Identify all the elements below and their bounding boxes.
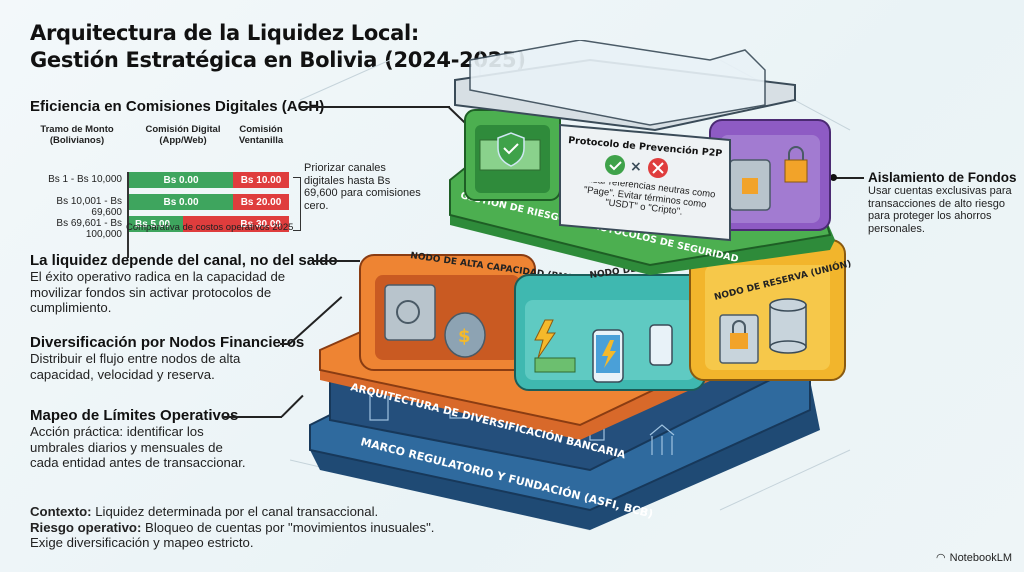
database-icon (769, 298, 807, 354)
phone-icon-2 (649, 324, 673, 366)
section-liquidez: La liquidez depende del canal, no del sa… (30, 252, 338, 316)
bar-ventanilla: Bs 10.00 (233, 172, 289, 188)
row-label: Bs 10,001 - Bs 69,600 (56, 196, 122, 218)
aislamiento-dot (830, 174, 837, 181)
section-liquidez-heading: La liquidez depende del canal, no del sa… (30, 252, 338, 269)
chart-heading: Eficiencia en Comisiones Digitales (ACH) (30, 98, 325, 115)
chart-note: Priorizar canales digitales hasta Bs 69,… (304, 162, 421, 212)
section-nodos-heading: Diversificación por Nodos Financieros (30, 334, 305, 351)
title-line-2: Gestión Estratégica en Bolivia (2024-202… (30, 48, 526, 72)
chart-leader-line (300, 106, 450, 108)
liquidez-leader (312, 260, 360, 262)
brand-watermark: ◠ NotebookLM (936, 551, 1012, 565)
safe-icon (384, 284, 436, 341)
bar-digital: Bs 5.00 (129, 216, 183, 232)
col-header-digital: Comisión Digital (App/Web) (145, 124, 221, 146)
bar-ventanilla: Bs 20.00 (233, 194, 289, 210)
section-aislamiento: Aislamiento de Fondos Usar cuentas exclu… (868, 170, 1018, 235)
section-liquidez-body: El éxito operativo radica en la capacida… (30, 269, 286, 315)
top-platform (454, 40, 796, 132)
commission-chart: Tramo de Monto (Bolivianos) Comisión Dig… (28, 124, 328, 258)
liquidity-architecture-diagram: MARCO REGULATORIO Y FUNDACIÓN (ASFI, BCB… (290, 40, 852, 531)
phone-icon (592, 329, 624, 383)
bar-ventanilla: Bs 30.00 (183, 216, 289, 232)
context-extra: Exige diversificación y mapeo estricto. (30, 535, 254, 550)
p2p-body: Utilizar referencias neutras como "Page"… (576, 182, 716, 218)
context-text: Liquidez determinada por el canal transa… (91, 504, 379, 519)
section-aislamiento-heading: Aislamiento de Fondos (868, 170, 1017, 185)
row-label: Bs 1 - Bs 10,000 (48, 174, 122, 185)
brand-name: NotebookLM (949, 551, 1012, 564)
mapeo-leader (222, 416, 282, 418)
cash-stack-icon (534, 357, 576, 373)
node-bmsc: NODO DE ALTA CAPACIDAD (BMSC) $ (359, 251, 585, 371)
col-header-ventanilla: Comisión Ventanilla (238, 124, 284, 146)
risk-text: Bloqueo de cuentas por "movimientos inus… (141, 519, 435, 535)
bar-digital: Bs 0.00 (129, 194, 233, 210)
padlock-icon-vault (742, 178, 758, 194)
section-mapeo-body: Acción práctica: identificar los umbrale… (30, 424, 246, 470)
node-union: NODO DE RESERVA (UNIÓN) (689, 239, 852, 381)
title-line-1: Arquitectura de la Liquidez Local: (30, 21, 420, 45)
section-aislamiento-body: Usar cuentas exclusivas para transaccion… (868, 185, 1012, 235)
context-block: Contexto: Liquidez determinada por el ca… (30, 504, 450, 551)
section-nodos: Diversificación por Nodos Financieros Di… (30, 334, 330, 382)
context-label: Contexto: (30, 504, 92, 519)
row-label: Bs 69,601 - Bs 100,000 (56, 218, 122, 240)
col-header-tramo: Tramo de Monto (Bolivianos) (40, 124, 114, 146)
money-shield-box (464, 109, 561, 201)
p2p-protocol-card: Protocolo de Prevención P2P × Utilizar r… (559, 123, 731, 242)
nodos-leader (280, 343, 290, 345)
money-bag-icon: $ (444, 312, 486, 358)
notebooklm-logo-icon: ◠ (936, 552, 946, 564)
section-mapeo: Mapeo de Límites Operativos Acción práct… (30, 407, 280, 471)
padlock-icon (719, 314, 759, 364)
lightning-icon (534, 319, 556, 359)
aislamiento-leader (834, 177, 864, 179)
svg-text:$: $ (458, 326, 471, 347)
blueprint-document-icon (469, 40, 766, 126)
fund-isolation-box (709, 119, 831, 231)
shield-check-icon (497, 132, 525, 167)
risk-label: Riesgo operativo: (30, 519, 142, 535)
page-title: Arquitectura de la Liquidez Local: Gesti… (30, 20, 526, 74)
section-mapeo-heading: Mapeo de Límites Operativos (30, 407, 239, 424)
check-icon (605, 155, 625, 175)
padlock-icon-purple (784, 159, 808, 183)
x-divider-icon: × (630, 159, 642, 175)
chart-axis (127, 172, 129, 258)
chart-caption: Comparativa de costos operativos 2025 (126, 222, 294, 233)
chart-bracket (293, 177, 301, 231)
bar-digital: Bs 0.00 (129, 172, 233, 188)
section-nodos-body: Distribuir el flujo entre nodos de alta … (30, 351, 241, 382)
